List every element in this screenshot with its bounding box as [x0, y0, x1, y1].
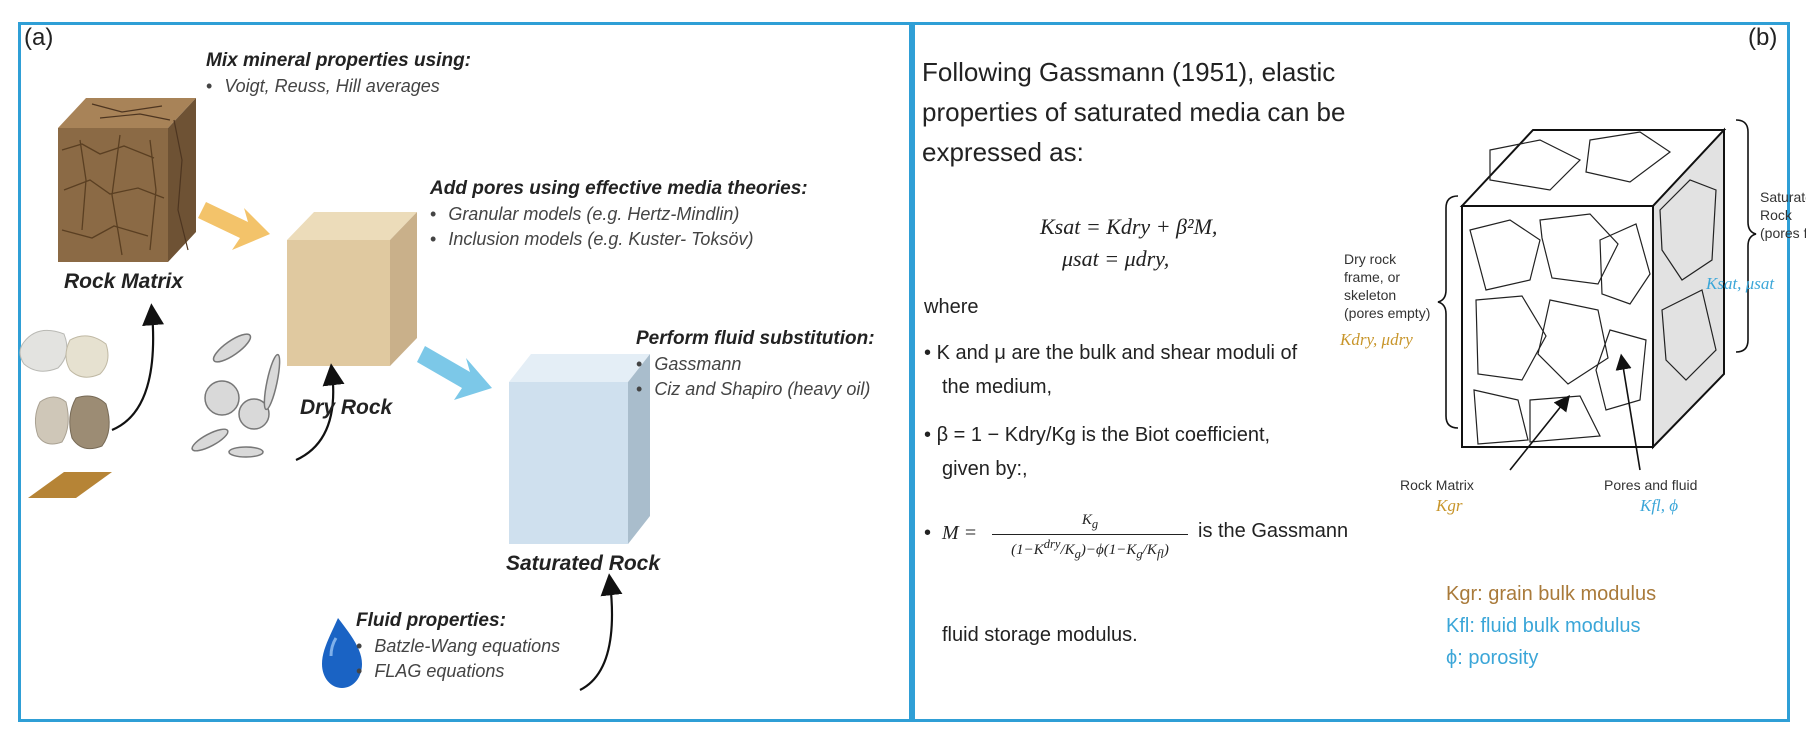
- fluid-props-block: Fluid properties: Batzle-Wang equations …: [356, 610, 560, 686]
- rock-matrix-symbol: Kgr: [1436, 496, 1463, 515]
- dry-label-line-3: skeleton: [1344, 287, 1397, 303]
- fluid-sub-item-ciz: Ciz and Shapiro (heavy oil): [636, 379, 875, 400]
- fluid-props-item-flag: FLAG equations: [356, 661, 560, 682]
- intro-line-2: properties of saturated media can be: [922, 97, 1346, 127]
- bullet-moduli-line-1: K and μ are the bulk and shear moduli of: [936, 342, 1298, 364]
- fluid-props-heading: Fluid properties:: [356, 610, 506, 631]
- panel-a-label: (a): [24, 24, 54, 51]
- bullet-biot-line-1: β = 1 − Kdry/Kg is the Biot coefficient,: [936, 424, 1271, 446]
- saturated-moduli: Ksat, μsat: [1706, 274, 1775, 293]
- pores-item-granular: Granular models (e.g. Hertz-Mindlin): [430, 204, 808, 225]
- arrow-pores-to-dry: [295, 363, 345, 462]
- arrow-matrix-to-dry: [198, 202, 270, 250]
- panel-a: [18, 22, 912, 722]
- dry-frame-brace: [1437, 195, 1459, 429]
- dry-moduli: Kdry, μdry: [1340, 330, 1413, 349]
- pores-fluid-symbol: Kfl, ϕ: [1640, 496, 1679, 515]
- pores-block: Add pores using effective media theories…: [430, 178, 808, 254]
- dry-rock-cube: [287, 212, 417, 366]
- fluid-drop-icon: [322, 618, 362, 688]
- legend-grain: Kgr: grain bulk modulus: [1446, 583, 1657, 605]
- legend-fluid: Kfl: fluid bulk modulus: [1446, 615, 1641, 637]
- gassmann-intro: Following Gassmann (1951), elastic prope…: [922, 52, 1345, 172]
- fluid-sub-heading: Perform fluid substitution:: [636, 328, 875, 349]
- dry-label-line-4: (pores empty): [1344, 305, 1431, 321]
- rock-matrix-label: Rock Matrix: [1400, 477, 1474, 493]
- saturated-label-line-2: Rock: [1760, 207, 1792, 223]
- arrow-dry-to-saturated: [417, 346, 492, 400]
- panel-b: [912, 22, 1790, 722]
- panel-b-label: (b): [1748, 24, 1778, 51]
- where-label: where: [924, 296, 979, 318]
- equation-ksat: Ksat = Kdry + β²M,: [1040, 214, 1218, 239]
- legend-porosity: ϕ: porosity: [1446, 647, 1539, 669]
- pores-heading: Add pores using effective media theories…: [430, 178, 808, 199]
- dry-label-line-2: frame, or: [1344, 269, 1401, 285]
- pore-shapes-icon: [191, 333, 281, 458]
- pores-item-inclusion: Inclusion models (e.g. Kuster- Toksöv): [430, 229, 808, 250]
- dry-label-line-1: Dry rock: [1344, 251, 1397, 267]
- mix-heading: Mix mineral properties using:: [206, 50, 471, 71]
- rock-matrix-cube: [58, 98, 196, 262]
- pores-pointer: [1615, 353, 1641, 471]
- mix-block: Mix mineral properties using: Voigt, Reu…: [206, 50, 471, 101]
- intro-line-3: expressed as:: [922, 137, 1084, 167]
- arrow-fluid-to-saturated: [579, 573, 623, 691]
- fluid-props-item-batzle: Batzle-Wang equations: [356, 636, 560, 657]
- bullet-moduli-line-2: the medium,: [942, 376, 1053, 398]
- bullet-biot: • β = 1 − Kdry/Kg is the Biot coefficien…: [924, 418, 1270, 486]
- rock-matrix-pointer: [1509, 395, 1570, 471]
- saturated-rock-caption: Saturated Rock: [506, 552, 661, 575]
- mix-item: Voigt, Reuss, Hill averages: [206, 76, 471, 97]
- saturated-label-line-1: Saturated: [1760, 189, 1806, 205]
- rock-cube: [1459, 127, 1727, 450]
- saturated-label-line-3: (pores full): [1760, 225, 1806, 241]
- dry-frame-label: Dry rock frame, or skeleton (pores empty…: [1344, 250, 1430, 322]
- pores-fluid-label: Pores and fluid: [1604, 477, 1698, 493]
- fluid-sub-item-gassmann: Gassmann: [636, 354, 875, 375]
- bullet-moduli: • K and μ are the bulk and shear moduli …: [924, 336, 1297, 404]
- saturated-rock-cube: [509, 354, 650, 544]
- mineral-samples-icon: [19, 329, 112, 498]
- legend: Kgr: grain bulk modulus Kfl: fluid bulk …: [1446, 578, 1656, 674]
- bullet-biot-line-2: given by:,: [942, 458, 1028, 480]
- intro-line-1: Following Gassmann (1951), elastic: [922, 57, 1336, 87]
- dry-rock-caption: Dry Rock: [300, 396, 393, 419]
- rock-matrix-caption: Rock Matrix: [64, 270, 184, 293]
- equation-musat: μsat = μdry,: [1062, 246, 1170, 271]
- bullet-storage-cont: fluid storage modulus.: [942, 624, 1138, 646]
- saturated-rock-label: Saturated Rock (pores full): [1760, 188, 1806, 242]
- saturated-brace: [1735, 119, 1757, 353]
- arrow-minerals-to-matrix: [111, 303, 165, 432]
- fluid-sub-block: Perform fluid substitution: Gassmann Ciz…: [636, 328, 875, 404]
- bullet-storage-tail: is the Gassmann: [1198, 520, 1349, 542]
